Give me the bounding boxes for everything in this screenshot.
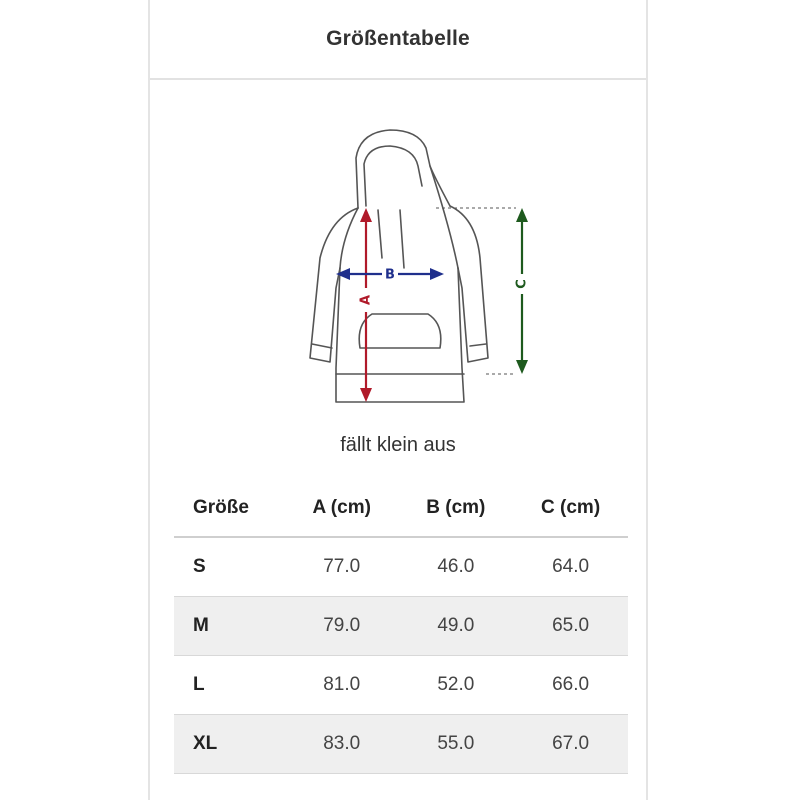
page-title: Größentabelle bbox=[326, 27, 470, 50]
column-header-b: B (cm) bbox=[398, 480, 514, 538]
cell-size: M bbox=[174, 596, 285, 656]
cell-size: XL bbox=[174, 714, 285, 774]
table-row: M 79.0 49.0 65.0 bbox=[174, 596, 628, 656]
size-table-container: Größe A (cm) B (cm) C (cm) S 77.0 46.0 6… bbox=[174, 480, 628, 774]
cell-size: S bbox=[174, 537, 285, 597]
column-header-a: A (cm) bbox=[285, 480, 399, 538]
label-c: C bbox=[515, 279, 530, 289]
cell-b: 46.0 bbox=[398, 537, 514, 597]
label-a: A bbox=[359, 295, 374, 305]
cell-c: 65.0 bbox=[513, 596, 628, 656]
hoodie-measurement-diagram: A B C bbox=[309, 129, 530, 403]
cell-c: 66.0 bbox=[513, 655, 628, 715]
cell-b: 52.0 bbox=[398, 655, 514, 715]
cell-b: 49.0 bbox=[398, 596, 514, 656]
fit-note: fällt klein aus bbox=[340, 434, 456, 456]
cell-c: 67.0 bbox=[513, 714, 628, 774]
label-c-background bbox=[514, 274, 530, 294]
table-row: S 77.0 46.0 64.0 bbox=[174, 537, 628, 597]
size-chart-panel: Größentabelle bbox=[148, 0, 648, 800]
cell-size: L bbox=[174, 655, 285, 715]
size-table: Größe A (cm) B (cm) C (cm) S 77.0 46.0 6… bbox=[174, 480, 628, 774]
cell-a: 79.0 bbox=[285, 596, 399, 656]
table-row: L 81.0 52.0 66.0 bbox=[174, 655, 628, 715]
label-b-background bbox=[382, 266, 398, 282]
label-a-background bbox=[358, 288, 374, 312]
c-guide-lines bbox=[436, 207, 516, 375]
cell-c: 64.0 bbox=[513, 537, 628, 597]
cell-a: 81.0 bbox=[285, 655, 399, 715]
label-b: B bbox=[385, 268, 395, 283]
column-header-size: Größe bbox=[174, 480, 285, 538]
column-header-c: C (cm) bbox=[513, 480, 628, 538]
cell-a: 83.0 bbox=[285, 714, 399, 774]
cell-b: 55.0 bbox=[398, 714, 514, 774]
cell-a: 77.0 bbox=[285, 537, 399, 597]
panel-header: Größentabelle bbox=[150, 0, 646, 80]
hoodie-outline bbox=[309, 129, 489, 403]
table-header-row: Größe A (cm) B (cm) C (cm) bbox=[174, 480, 628, 538]
table-row: XL 83.0 55.0 67.0 bbox=[174, 714, 628, 774]
